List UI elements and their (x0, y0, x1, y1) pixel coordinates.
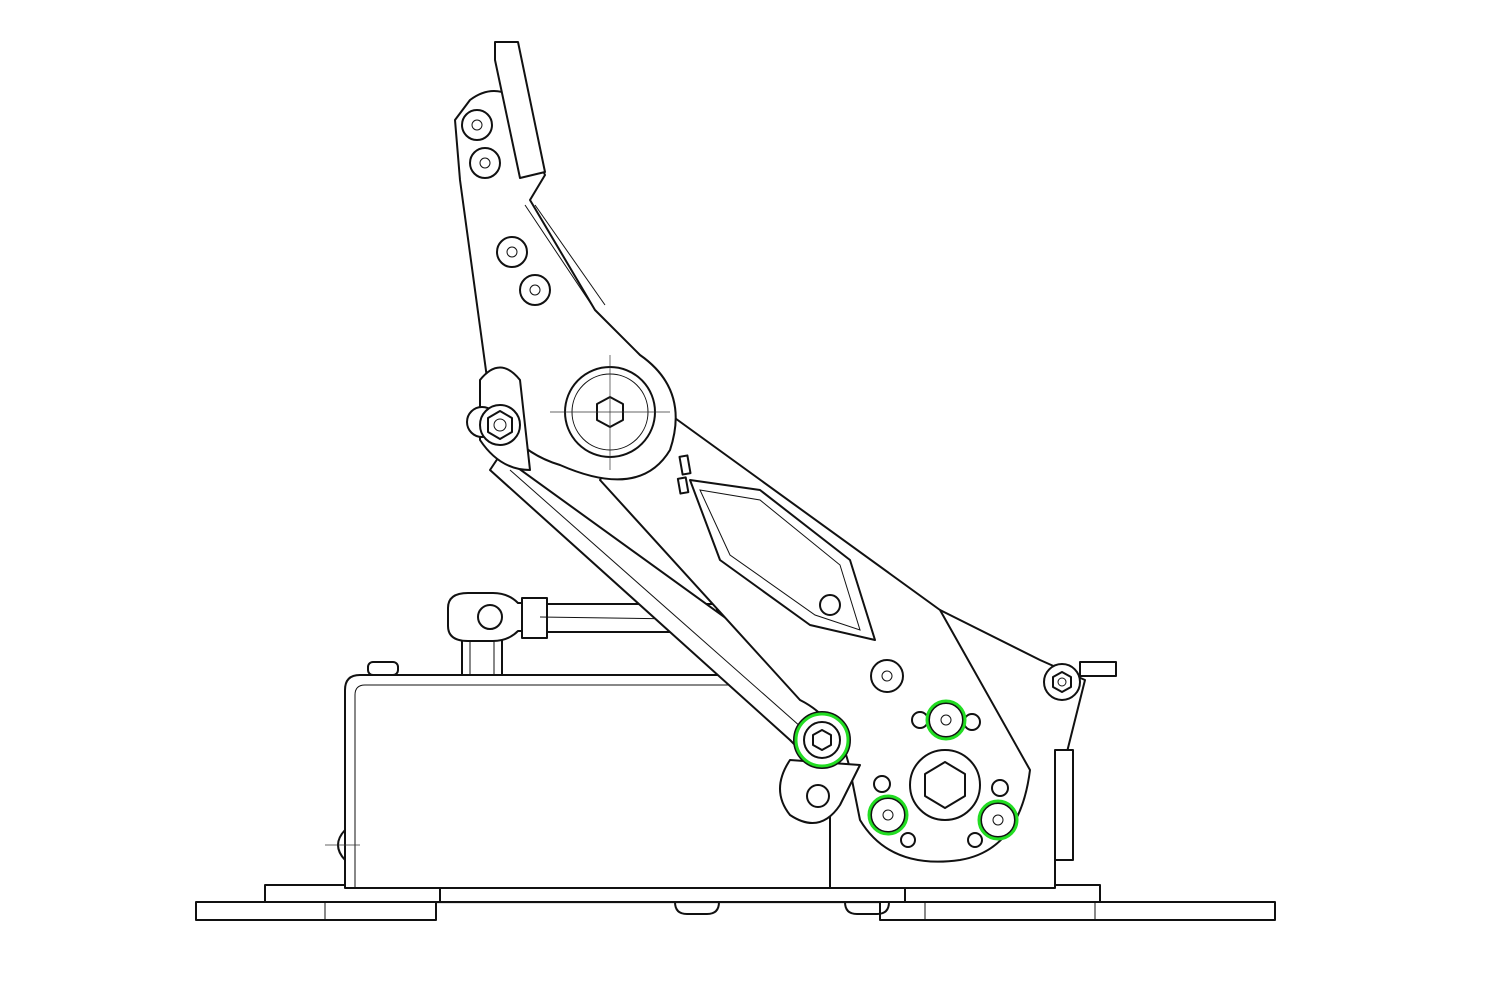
push-rod (447, 592, 901, 642)
upper-pivot (466, 355, 670, 471)
lever-plate (599, 399, 1031, 863)
highlighted-fasteners (794, 699, 1019, 841)
lower-pivot (779, 711, 861, 824)
adjustment-holes (461, 109, 551, 306)
housing-box (325, 639, 836, 889)
base-plate (195, 884, 1276, 921)
